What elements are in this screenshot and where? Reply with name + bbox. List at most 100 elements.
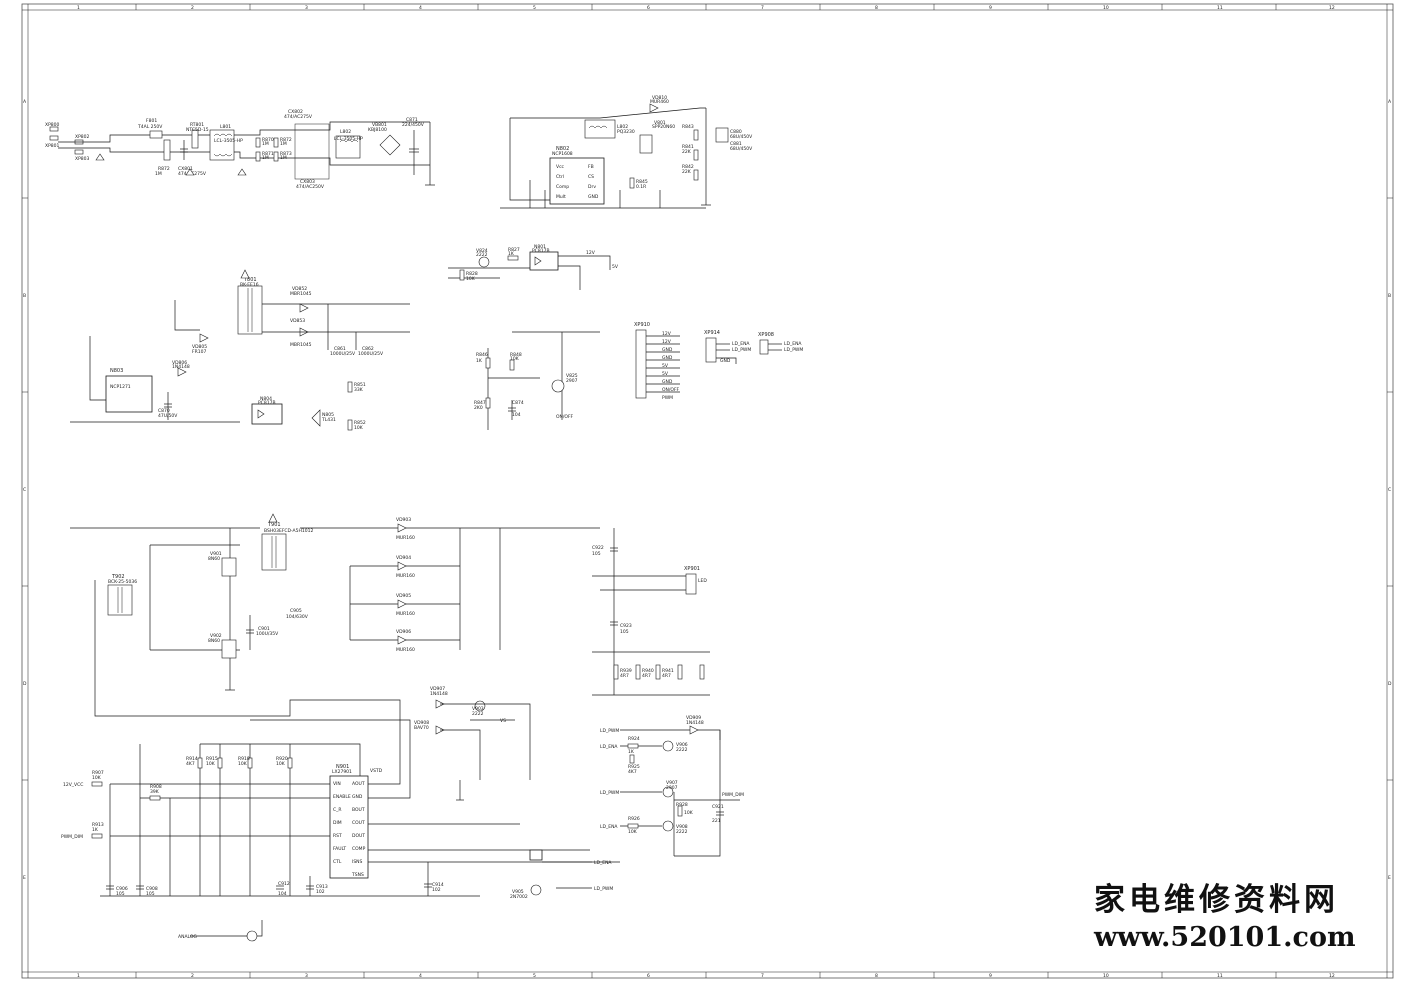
svg-text:4K7: 4K7	[186, 761, 195, 767]
svg-text:VS: VS	[500, 718, 506, 724]
svg-text:12V: 12V	[586, 250, 596, 256]
svg-text:12V: 12V	[662, 331, 672, 337]
svg-text:LD_ENA: LD_ENA	[600, 824, 618, 830]
svg-text:ANALOG: ANALOG	[178, 934, 197, 940]
svg-text:NCP1608: NCP1608	[552, 151, 573, 157]
frame-row-labels: A B C D E A B C D E	[23, 99, 1392, 881]
svg-text:6: 6	[647, 5, 650, 11]
svg-text:1N4148: 1N4148	[172, 364, 190, 370]
svg-text:R828: R828	[466, 271, 478, 277]
svg-text:102: 102	[316, 889, 325, 895]
svg-text:VD903: VD903	[396, 517, 411, 523]
svg-text:2907: 2907	[666, 785, 678, 791]
gate-transformer-t902	[107, 584, 133, 616]
svg-text:2222: 2222	[676, 747, 688, 753]
fuse-f801	[149, 130, 163, 139]
frame-row-ticks	[22, 197, 1393, 781]
svg-text:E: E	[23, 875, 26, 881]
svg-text:V908: V908	[676, 824, 688, 830]
svg-text:R918: R918	[238, 756, 250, 762]
svg-text:MBR1045: MBR1045	[290, 291, 312, 297]
svg-text:C921: C921	[712, 804, 724, 810]
switch-control-block: N801 PC817B V824 2222 R827 1K R828 10K 1…	[448, 244, 619, 430]
svg-text:COMP: COMP	[352, 846, 366, 852]
svg-text:VD909: VD909	[686, 715, 701, 721]
svg-text:10: 10	[1103, 5, 1109, 11]
svg-text:R843: R843	[682, 124, 694, 130]
mosfet-v902	[221, 639, 237, 659]
svg-text:10K: 10K	[684, 810, 694, 816]
svg-text:N803: N803	[110, 368, 123, 374]
svg-text:R914: R914	[186, 756, 198, 762]
svg-text:DOUT: DOUT	[352, 833, 365, 839]
svg-text:A: A	[23, 99, 27, 105]
svg-text:V901: V901	[210, 551, 222, 557]
svg-text:R941: R941	[662, 668, 674, 674]
svg-text:1000U/25V: 1000U/25V	[358, 351, 384, 357]
svg-text:VD853: VD853	[290, 318, 305, 324]
svg-text:C881: C881	[730, 141, 742, 147]
svg-text:C861: C861	[334, 346, 346, 352]
svg-text:XP802: XP802	[75, 134, 90, 140]
svg-text:2: 2	[191, 973, 194, 979]
svg-text:XP910: XP910	[634, 322, 650, 328]
svg-text:C901: C901	[258, 626, 270, 632]
svg-text:1M: 1M	[262, 141, 269, 147]
svg-text:XP901: XP901	[684, 566, 700, 572]
svg-text:PWM_DIM: PWM_DIM	[722, 792, 744, 798]
svg-text:RST: RST	[333, 833, 342, 839]
svg-text:R939: R939	[620, 668, 632, 674]
svg-text:C880: C880	[730, 129, 742, 135]
svg-text:V824: V824	[476, 248, 488, 254]
svg-text:L802: L802	[617, 124, 628, 130]
svg-text:DIM: DIM	[333, 820, 342, 826]
svg-text:MUR160: MUR160	[396, 573, 415, 579]
svg-text:105: 105	[116, 891, 125, 897]
svg-text:T801: T801	[243, 277, 257, 283]
svg-text:102: 102	[432, 887, 441, 893]
svg-text:LD_PWM: LD_PWM	[732, 347, 751, 353]
svg-text:47U/50V: 47U/50V	[158, 413, 178, 419]
svg-text:8: 8	[875, 5, 878, 11]
svg-text:LD_PWM: LD_PWM	[784, 347, 803, 353]
led-transformer-t901	[261, 533, 287, 571]
transistor-v908	[662, 820, 674, 832]
svg-text:VIN: VIN	[333, 781, 341, 787]
output-connectors-block: XP910 12V 12V GND GND 5V 5V GND ON/OFF P…	[634, 322, 803, 401]
svg-text:5: 5	[533, 973, 536, 979]
transistor-v902-analog	[246, 930, 258, 942]
svg-text:1000U/25V: 1000U/25V	[330, 351, 356, 357]
svg-text:2N7002: 2N7002	[510, 894, 528, 900]
svg-text:Comp: Comp	[556, 184, 569, 190]
svg-text:1N4148: 1N4148	[430, 691, 448, 697]
svg-text:10K: 10K	[206, 761, 216, 767]
svg-text:NTC5D-15: NTC5D-15	[186, 127, 209, 133]
transistor-v824	[478, 256, 490, 268]
pfc-controller-n802	[549, 157, 605, 205]
svg-text:V905: V905	[512, 889, 524, 895]
connector-xp901	[685, 573, 697, 595]
svg-text:1M: 1M	[280, 141, 287, 147]
svg-text:105: 105	[620, 629, 629, 635]
svg-text:V906: V906	[676, 742, 688, 748]
svg-text:A: A	[1388, 99, 1392, 105]
svg-text:TSNS: TSNS	[351, 872, 364, 878]
svg-text:1M: 1M	[155, 171, 162, 177]
connector-xp803	[74, 149, 84, 155]
svg-text:V903: V903	[472, 706, 484, 712]
svg-text:R908: R908	[150, 784, 162, 790]
svg-text:VD907: VD907	[430, 686, 445, 692]
svg-text:0.1R: 0.1R	[636, 184, 646, 190]
svg-text:R920: R920	[276, 756, 288, 762]
svg-text:C_R: C_R	[333, 807, 342, 813]
svg-text:ON/OFF: ON/OFF	[556, 414, 574, 420]
svg-text:4R7: 4R7	[642, 673, 651, 679]
svg-text:5: 5	[533, 5, 536, 11]
led-controller-block: N901 LX27901 VIN ENABLE C_R DIM RST FAUL…	[61, 580, 620, 942]
svg-text:C914: C914	[432, 882, 444, 888]
svg-text:10K: 10K	[510, 356, 520, 362]
svg-text:VD806: VD806	[172, 360, 187, 366]
svg-text:L802: L802	[340, 129, 351, 135]
svg-text:ISNS: ISNS	[352, 859, 363, 865]
pfc-block: N802 NCP1608 Vcc Ctrl Comp Mult FB CS Dr…	[500, 95, 753, 209]
